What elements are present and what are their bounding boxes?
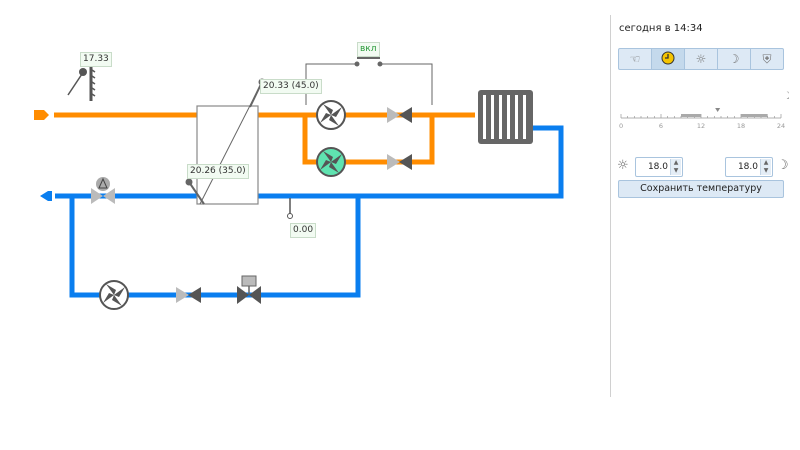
title-day: сегодня: [619, 23, 662, 34]
mode-night-button[interactable]: ☽: [718, 49, 751, 69]
moon-icon: ☽: [728, 52, 740, 66]
timeline-tick-label: 12: [697, 122, 705, 130]
pressure-sensor-icon: [287, 198, 293, 219]
pump-2-icon[interactable]: [316, 147, 346, 177]
pump-switch-label[interactable]: вкл: [357, 42, 380, 57]
mode-day-button[interactable]: ☼: [685, 49, 718, 69]
return-pump-icon[interactable]: [99, 280, 129, 310]
night-icon: ☽: [783, 91, 789, 102]
return-sensor-icon: [185, 178, 193, 186]
schedule-period[interactable]: [741, 114, 768, 117]
supply-temp-label: 20.33 (45.0): [260, 79, 322, 94]
day-temp-spinner[interactable]: ▲▼: [635, 157, 683, 177]
mode-manual-button[interactable]: ☜: [619, 49, 652, 69]
hand-icon: ☜: [629, 52, 641, 66]
title-time: 14:34: [673, 23, 703, 34]
outdoor-temp-label: 17.33: [80, 52, 112, 67]
pressure-label: 0.00: [290, 223, 317, 238]
return-outlet-arrow-icon: [40, 191, 52, 201]
decrement-icon[interactable]: ▼: [763, 167, 769, 174]
moon-icon: ☽: [777, 158, 789, 173]
control-panel: сегодня в 14:34 ☜ ☼ ☽ ⛨ ☽ 0 6 12 18 24 ☼ ▲▼ …: [610, 15, 800, 397]
shield-icon: ⛨: [762, 51, 772, 66]
timeline-tick-label: 18: [737, 122, 745, 130]
radiator-icon[interactable]: [478, 90, 533, 144]
current-time-marker: [715, 108, 721, 112]
heat-exchanger[interactable]: [196, 105, 259, 205]
mode-protection-button[interactable]: ⛨: [751, 49, 783, 69]
pump-1-icon[interactable]: [316, 100, 346, 130]
sun-icon: ☼: [695, 52, 707, 66]
night-temp-input[interactable]: [726, 162, 760, 172]
three-way-valve-icon[interactable]: [91, 177, 115, 204]
pump-switch[interactable]: [305, 57, 433, 105]
mode-selector: ☜ ☼ ☽ ⛨: [618, 48, 784, 70]
save-temperature-button[interactable]: Сохранить температуру: [618, 180, 784, 198]
outdoor-sensor-icon: [67, 66, 96, 101]
mode-schedule-button[interactable]: [652, 49, 685, 69]
day-temp-input[interactable]: [636, 162, 670, 172]
schedule-period[interactable]: [681, 114, 701, 117]
clock-icon: [661, 51, 675, 68]
motorized-valve-icon[interactable]: [237, 275, 261, 304]
check-valve-2-icon: [387, 154, 412, 170]
timeline-tick-label: 6: [659, 122, 663, 130]
decrement-icon[interactable]: ▼: [673, 167, 679, 174]
night-temp-spinner[interactable]: ▲▼: [725, 157, 773, 177]
timeline-tick-label: 0: [619, 122, 623, 130]
check-valve-1-icon: [387, 107, 412, 123]
title-at: в: [664, 23, 671, 34]
sun-icon: ☼: [617, 158, 629, 173]
schedule-timeline[interactable]: ☽ 0 6 12 18 24: [619, 85, 789, 135]
timeline-tick-label: 24: [777, 122, 785, 130]
return-main-pipe: [55, 125, 564, 199]
increment-icon[interactable]: ▲: [763, 159, 769, 166]
return-check-valve-icon: [176, 287, 201, 303]
return-pipes: [55, 125, 564, 298]
temperature-row: ☼ ▲▼ ▲▼ ☽: [617, 157, 793, 177]
increment-icon[interactable]: ▲: [673, 159, 679, 166]
supply-inlet-arrow-icon: [34, 110, 49, 120]
return-loop-pipe: [69, 196, 361, 298]
panel-title: сегодня в 14:34: [619, 23, 703, 34]
return-temp-label: 20.26 (35.0): [187, 164, 249, 179]
supply-bypass-pipe: [302, 115, 435, 165]
